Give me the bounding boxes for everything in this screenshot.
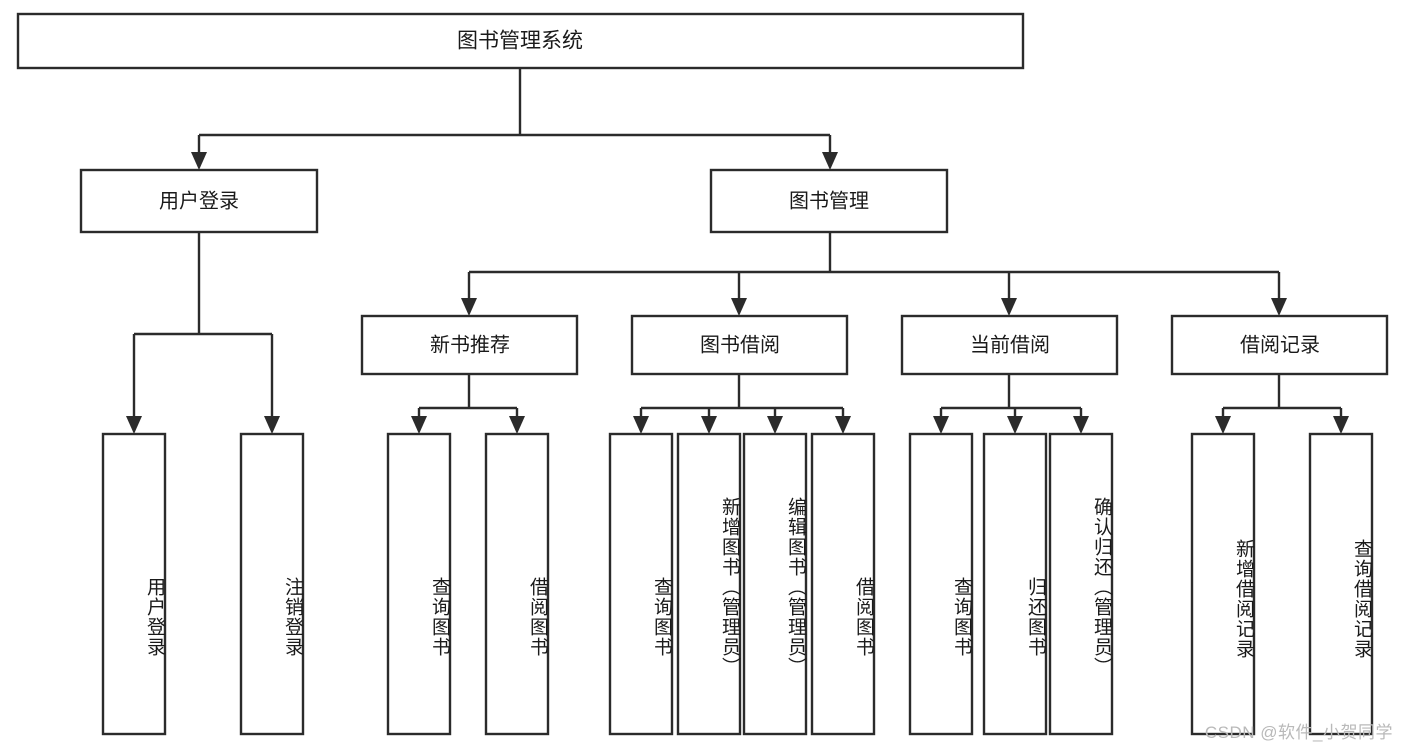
leaf-borrow-book-recommend-box[interactable] bbox=[484, 432, 550, 736]
node-borrow-record[interactable]: 借阅记录 bbox=[1170, 314, 1389, 376]
node-book-management[interactable]: 图书管理 bbox=[709, 168, 949, 234]
node-borrow-record-box bbox=[1170, 314, 1389, 376]
leaf-borrow-book-box[interactable] bbox=[810, 432, 876, 736]
connector-book-borrow-to-leaves bbox=[639, 374, 845, 416]
arrow-to-leaf-add-book-admin bbox=[701, 416, 717, 434]
arrow-to-current-borrow bbox=[1001, 298, 1017, 316]
leaf-boxes-layer bbox=[101, 432, 1374, 736]
connector-borrow-record-to-leaves bbox=[1221, 374, 1343, 416]
node-user-login[interactable]: 用户登录 bbox=[79, 168, 319, 234]
node-book-borrow-box bbox=[630, 314, 849, 376]
arrow-to-leaf-query-book-borrow bbox=[633, 416, 649, 434]
leaf-confirm-return-admin-box[interactable] bbox=[1048, 432, 1114, 736]
arrow-to-leaf-edit-book-admin bbox=[767, 416, 783, 434]
connector-root-to-level2 bbox=[197, 68, 832, 152]
connector-current-borrow-to-leaves bbox=[939, 374, 1083, 416]
leaf-query-book-current-box[interactable] bbox=[908, 432, 974, 736]
leaf-edit-book-admin-box[interactable] bbox=[742, 432, 808, 736]
arrow-to-leaf-borrow-book bbox=[835, 416, 851, 434]
node-current-borrow[interactable]: 当前借阅 bbox=[900, 314, 1119, 376]
arrow-to-leaf-user-login bbox=[126, 416, 142, 434]
leaf-add-borrow-record-box[interactable] bbox=[1190, 432, 1256, 736]
node-user-login-label: 用户登录 bbox=[159, 189, 239, 212]
node-root[interactable]: 图书管理系统 bbox=[16, 12, 1025, 70]
csdn-watermark: CSDN @软件_小贺同学 bbox=[1204, 723, 1393, 742]
arrow-to-book-borrow bbox=[731, 298, 747, 316]
connector-user-login-to-leaves bbox=[132, 232, 274, 416]
node-current-borrow-box bbox=[900, 314, 1119, 376]
arrow-to-leaf-add-borrow-record bbox=[1215, 416, 1231, 434]
arrow-to-leaf-query-book-recommend bbox=[411, 416, 427, 434]
node-book-management-box bbox=[709, 168, 949, 234]
node-root-box bbox=[16, 12, 1025, 70]
arrow-to-leaf-query-book-current bbox=[933, 416, 949, 434]
leaf-return-book-box[interactable] bbox=[982, 432, 1048, 736]
connector-layer bbox=[126, 68, 1349, 434]
node-borrow-record-label: 借阅记录 bbox=[1240, 333, 1320, 356]
arrow-to-leaf-return-book bbox=[1007, 416, 1023, 434]
node-root-label: 图书管理系统 bbox=[457, 30, 583, 53]
arrow-to-borrow-record bbox=[1271, 298, 1287, 316]
connector-book-management-to-level3 bbox=[467, 232, 1281, 298]
leaf-add-book-admin-box[interactable] bbox=[676, 432, 742, 736]
arrow-to-book-management bbox=[822, 152, 838, 170]
node-user-login-box bbox=[79, 168, 319, 234]
leaf-query-book-borrow-box[interactable] bbox=[608, 432, 674, 736]
node-new-book-recommend-label: 新书推荐 bbox=[430, 333, 510, 356]
arrow-to-new-book-recommend bbox=[461, 298, 477, 316]
leaf-query-book-recommend-box[interactable] bbox=[386, 432, 452, 736]
node-new-book-recommend-box bbox=[360, 314, 579, 376]
arrow-to-leaf-user-logout bbox=[264, 416, 280, 434]
arrow-to-leaf-borrow-book-recommend bbox=[509, 416, 525, 434]
node-book-management-label: 图书管理 bbox=[789, 189, 869, 212]
node-current-borrow-label: 当前借阅 bbox=[970, 333, 1050, 356]
arrow-to-leaf-confirm-return-admin bbox=[1073, 416, 1089, 434]
arrow-to-user-login bbox=[191, 152, 207, 170]
leaf-user-logout-box[interactable] bbox=[239, 432, 305, 736]
node-new-book-recommend[interactable]: 新书推荐 bbox=[360, 314, 579, 376]
node-book-borrow-label: 图书借阅 bbox=[700, 333, 780, 356]
leaf-query-borrow-record-box[interactable] bbox=[1308, 432, 1374, 736]
connector-new-book-recommend-to-leaves bbox=[417, 374, 519, 416]
arrow-to-leaf-query-borrow-record bbox=[1333, 416, 1349, 434]
leaf-user-login-box[interactable] bbox=[101, 432, 167, 736]
node-book-borrow[interactable]: 图书借阅 bbox=[630, 314, 849, 376]
